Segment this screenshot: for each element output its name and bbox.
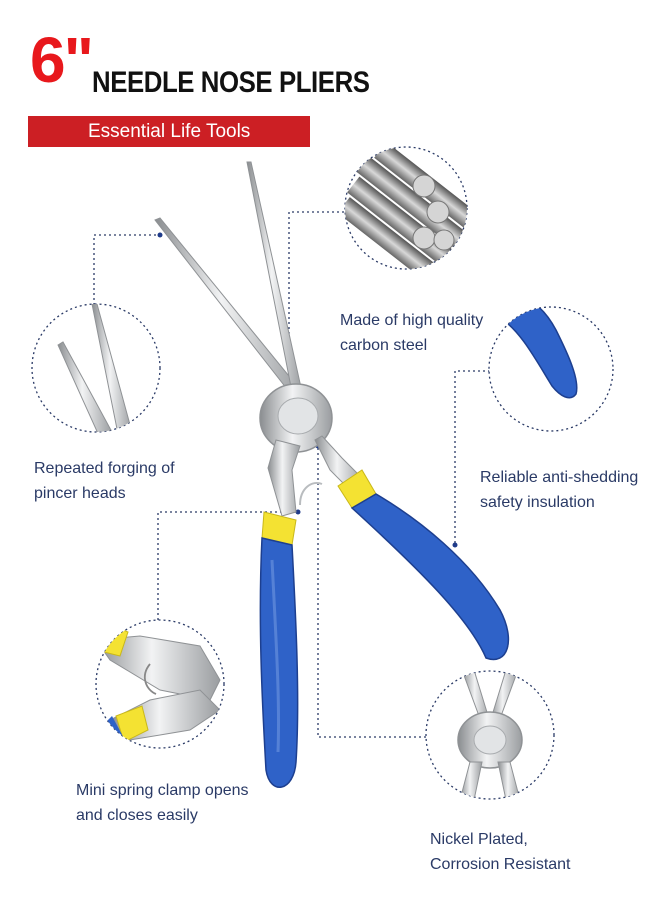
feature-carbon-steel: Made of high quality carbon steel [340, 308, 483, 358]
tagline-text: Essential Life Tools [88, 121, 251, 142]
pincer-tips-icon [31, 303, 161, 433]
feature-insulation: Reliable anti-shedding safety insulation [480, 465, 638, 515]
feature-nickel-plated: Nickel Plated, Corrosion Resistant [430, 827, 571, 877]
pliers-icon [154, 161, 510, 788]
feature-line: Mini spring clamp opens [76, 782, 249, 799]
feature-forging: Repeated forging of pincer heads [34, 456, 175, 506]
feature-line: Nickel Plated, [430, 831, 528, 848]
spring-clamp-icon [95, 619, 225, 749]
feature-line: carbon steel [340, 337, 428, 354]
steel-rods-icon [344, 146, 468, 270]
feature-spring-clamp: Mini spring clamp opens and closes easil… [76, 778, 249, 828]
feature-line: Corrosion Resistant [430, 856, 571, 873]
blue-grip-icon [488, 306, 614, 432]
feature-line: and closes easily [76, 807, 198, 824]
feature-line: Reliable anti-shedding [480, 469, 639, 486]
feature-line: Repeated forging of [34, 460, 175, 477]
feature-line: safety insulation [480, 494, 595, 511]
feature-line: Made of high quality [340, 312, 484, 329]
tagline-banner: Essential Life Tools [28, 116, 310, 147]
callout-leader-lines [93, 211, 490, 738]
feature-line: pincer heads [34, 485, 126, 502]
size-label: 6" [30, 24, 94, 96]
product-title: NEEDLE NOSE PLIERS [92, 66, 370, 99]
plated-joint-icon [425, 670, 555, 800]
